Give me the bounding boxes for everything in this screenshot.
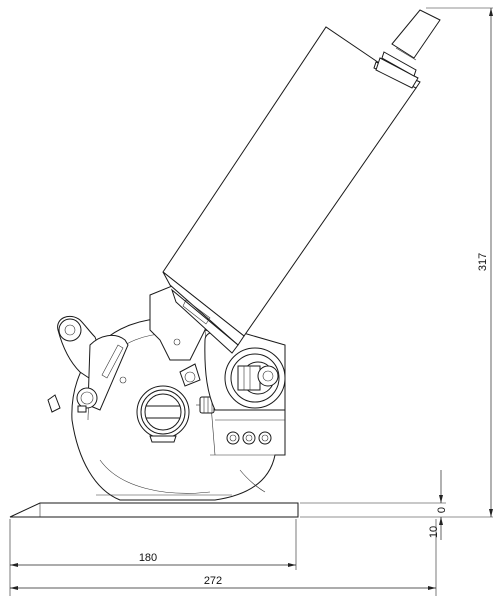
hole-row	[226, 431, 272, 445]
guard-knob	[76, 376, 127, 413]
motor-flange	[204, 329, 286, 411]
dimension-height-label: 317	[477, 253, 489, 271]
dimension-height	[300, 7, 493, 518]
motor-cylinder	[162, 26, 417, 354]
base-plate	[9, 502, 299, 518]
chuck-hub	[136, 385, 190, 443]
dimension-zero-label: 0	[436, 507, 448, 513]
dimension-width-partial	[9, 519, 297, 596]
dimension-width-total-label: 272	[204, 575, 222, 587]
top-spindle	[373, 9, 441, 89]
dimension-base	[300, 470, 446, 540]
dimension-width-total	[10, 519, 437, 596]
front-guard	[47, 315, 129, 413]
dimension-thickness-label: 10	[428, 526, 440, 538]
dimension-width-partial-label: 180	[139, 552, 157, 564]
